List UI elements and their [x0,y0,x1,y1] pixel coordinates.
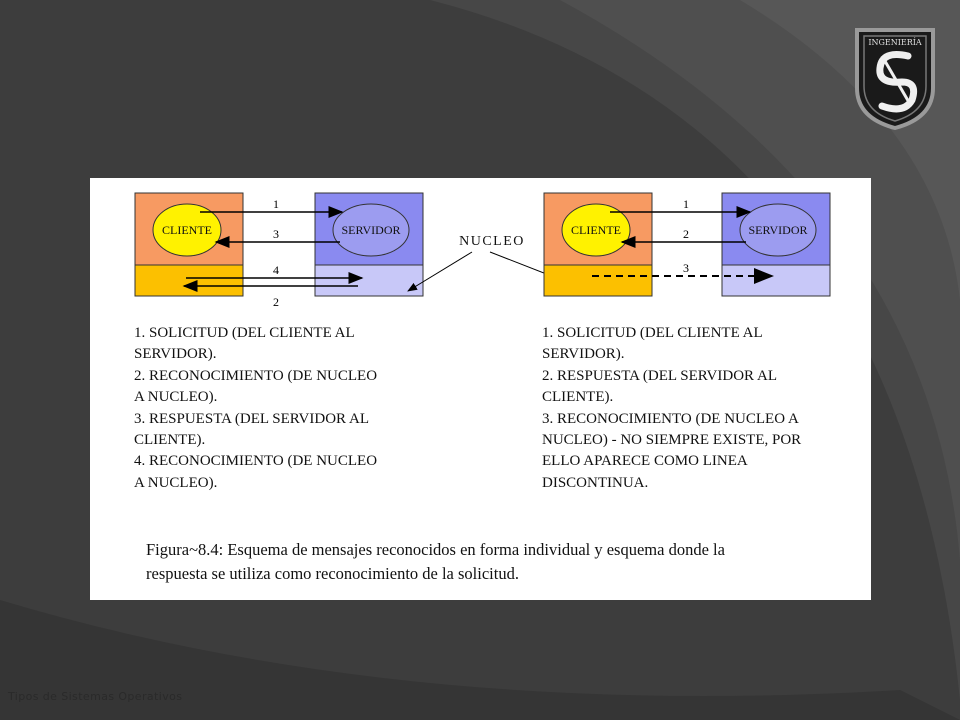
list-item: 3. RESPUESTA (DEL SERVIDOR AL [134,410,369,427]
figure-caption: Figura~8.4: Esquema de mensajes reconoci… [146,538,846,586]
left-arrow-4-label: 4 [273,263,279,277]
left-server-kernel-box [314,264,424,297]
right-server-ellipse [739,203,817,257]
right-server-label: SERVIDOR [748,223,807,237]
list-item: A NUCLEO). [134,474,218,491]
list-item: DISCONTINUA. [542,474,649,491]
left-client-label: CLIENTE [162,223,212,237]
left-server-label: SERVIDOR [341,223,400,237]
list-item: ELLO APARECE COMO LINEA [542,453,748,470]
left-arrow-3-label: 3 [273,227,279,241]
list-item: 2. RESPUESTA (DEL SERVIDOR AL [542,367,777,384]
right-arrow-3-label: 3 [683,261,689,275]
left-arrow-1-label: 1 [273,197,279,211]
list-item: 4. RECONOCIMIENTO (DE NUCLEO [134,453,378,470]
nucleo-label: NUCLEO [459,234,525,249]
list-item: A NUCLEO). [134,389,218,406]
list-item: CLIENTE). [542,389,614,406]
right-client-ellipse [561,203,631,257]
right-client-kernel-box [543,264,653,297]
caption-line: respuesta se utiliza como reconocimiento… [146,564,519,583]
list-item: 2. RECONOCIMIENTO (DE NUCLEO [134,367,378,384]
left-legend-list: 1. SOLICITUD (DEL CLIENTE AL SERVIDOR). … [134,323,434,494]
left-diagram: CLIENTE SERVIDOR 1 3 4 2 [134,192,424,309]
message-diagram: CLIENTE SERVIDOR 1 3 4 2 NUCLEO CLIENTE [134,192,831,309]
university-logo: INGENIERÍA [855,28,935,130]
list-item: SERVIDOR). [542,346,625,363]
list-item: 1. SOLICITUD (DEL CLIENTE AL [134,325,355,341]
right-server-kernel-box [721,264,831,297]
nucleo-pointer-left [407,251,473,292]
slide-footer: Tipos de Sistemas Operativos [8,690,183,703]
left-arrow-2-label: 2 [273,295,279,309]
right-arrow-1-label: 1 [683,197,689,211]
right-arrow-2-label: 2 [683,227,689,241]
list-item: CLIENTE). [134,432,206,449]
left-client-kernel-box [134,264,244,297]
list-item: NUCLEO) - NO SIEMPRE EXISTE, POR [542,432,802,449]
caption-line: Figura~8.4: Esquema de mensajes reconoci… [146,540,725,559]
right-client-label: CLIENTE [571,223,621,237]
right-legend-list: 1. SOLICITUD (DEL CLIENTE AL SERVIDOR). … [542,323,872,494]
left-client-ellipse [152,203,222,257]
list-item: 3. RECONOCIMIENTO (DE NUCLEO A [542,410,799,427]
right-diagram: CLIENTE SERVIDOR 1 2 3 [543,192,831,297]
logo-text: INGENIERÍA [868,38,922,47]
left-server-ellipse [332,203,410,257]
list-item: 1. SOLICITUD (DEL CLIENTE AL [542,325,763,341]
figure-image: CLIENTE SERVIDOR 1 3 4 2 NUCLEO CLIENTE [90,178,871,600]
list-item: SERVIDOR). [134,346,217,363]
